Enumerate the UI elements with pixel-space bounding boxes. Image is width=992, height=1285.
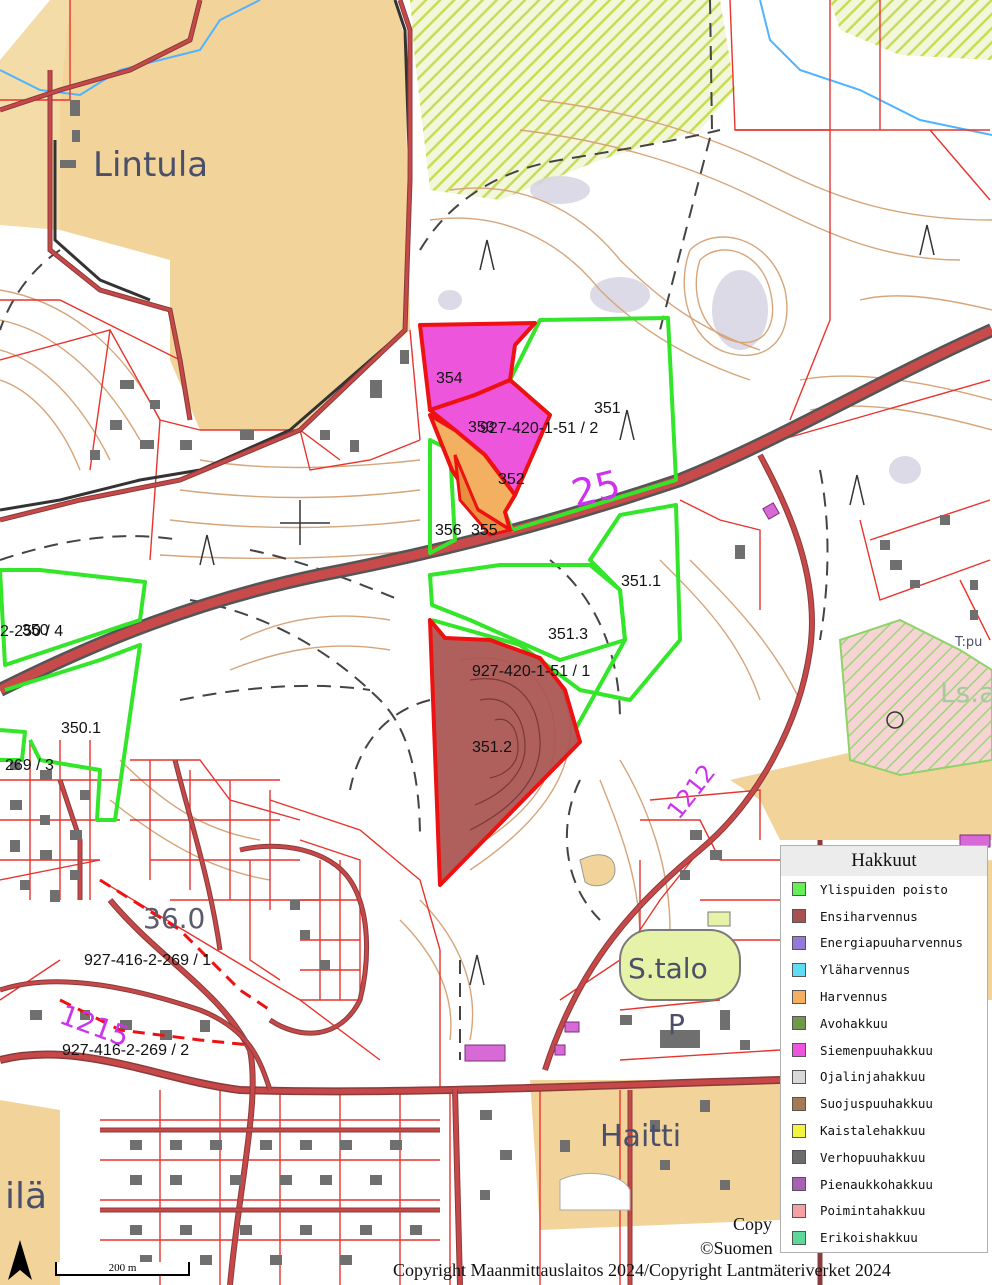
stand-label-350-1: 350.1 <box>61 720 101 737</box>
legend-item: Suojuspuuhakkuu <box>781 1090 987 1117</box>
legend-item: Ylispuiden poisto <box>781 876 987 903</box>
property-label-4: 927-416-2-269 / 2 <box>62 1042 189 1059</box>
north-arrow-icon <box>8 1240 32 1280</box>
stand-labels: 354 353 351 352 356 355 351.1 351.3 351.… <box>22 370 661 756</box>
legend-item: Energiapuuharvennus <box>781 930 987 957</box>
property-label-3: 927-416-2-269 / 1 <box>84 952 211 969</box>
legend-label: Siemenpuuhakkuu <box>820 1042 933 1058</box>
property-boundary-dashed <box>59 878 271 1047</box>
legend-swatch <box>792 935 806 950</box>
legend-label: Harvennus <box>820 989 888 1005</box>
property-labels: 927-420-1-51 / 2 927-420-1-51 / 1 927-41… <box>0 420 598 1059</box>
legend-item: Ensiharvennus <box>781 903 987 930</box>
legend-title: Hakkuut <box>781 846 987 876</box>
legend-swatch <box>792 1203 806 1218</box>
elevation-label: 36.0 <box>143 902 205 935</box>
scale-bar: 200 m <box>55 1262 190 1276</box>
legend-swatch <box>792 1043 806 1058</box>
legend-label: Verhopuuhakkuu <box>820 1149 926 1165</box>
copyright-fragment-1: Copy <box>733 1214 773 1234</box>
stand-label-354: 354 <box>436 370 463 387</box>
legend-label: Pienaukkohakkuu <box>820 1176 933 1192</box>
legend-item: Verhopuuhakkuu <box>781 1144 987 1171</box>
highway-25 <box>0 323 992 697</box>
wetland-area-2 <box>830 0 992 60</box>
protected-area <box>838 618 992 777</box>
legend-label: Ojalinjahakkuu <box>820 1069 926 1085</box>
legend-swatch <box>792 882 806 897</box>
stand-label-351: 351 <box>594 400 621 417</box>
legend-swatch <box>792 1230 806 1245</box>
open-area <box>559 1172 631 1211</box>
legend-label: Suojuspuuhakkuu <box>820 1096 933 1112</box>
stand-label-351-1: 351.1 <box>621 573 661 590</box>
legend-label: Ylispuiden poisto <box>820 881 948 897</box>
place-name-haitti: Haitti <box>600 1119 681 1154</box>
rock-patches <box>438 176 921 484</box>
stand-355[interactable] <box>453 454 514 537</box>
place-name-ila: ilä <box>5 1176 47 1217</box>
legend-item: Yläharvennus <box>781 956 987 983</box>
secondary-roads <box>0 0 823 1285</box>
legend-item: Avohakkuu <box>781 1010 987 1037</box>
legend: Hakkuut Ylispuiden poisto Ensiharvennus … <box>780 845 988 1253</box>
copyright-text: Copyright Maanmittauslaitos 2024/Copyrig… <box>393 1260 891 1280</box>
terrain-symbols <box>199 224 935 986</box>
stand-label-350: 350 <box>22 622 49 639</box>
legend-swatch <box>792 989 806 1004</box>
minor-roads <box>0 0 412 512</box>
legend-swatch <box>792 962 806 977</box>
place-name-stalo: S.talo <box>628 952 708 985</box>
legend-label: Kaistalehakkuu <box>820 1123 926 1139</box>
legend-item: Erikoishakkuu <box>781 1224 987 1251</box>
stand-label-353: 353 <box>468 419 495 436</box>
sports-field <box>619 929 741 1001</box>
legend-swatch <box>792 1096 806 1111</box>
legend-swatch <box>792 1150 806 1165</box>
stand-label-351-2: 351.2 <box>472 739 512 756</box>
legend-item: Poimintahakkuu <box>781 1198 987 1225</box>
property-label-2: 927-420-1-51 / 1 <box>472 663 590 680</box>
property-label-5: 2-250 / 4 <box>0 623 63 640</box>
legend-swatch <box>792 1069 806 1084</box>
legend-label: Erikoishakkuu <box>820 1230 918 1246</box>
place-name-tpu: T:pu <box>954 635 982 650</box>
legend-label: Ensiharvennus <box>820 908 918 924</box>
legend-item: Pienaukkohakkuu <box>781 1171 987 1198</box>
legend-item: Ojalinjahakkuu <box>781 1064 987 1091</box>
property-label-1: 927-420-1-51 / 2 <box>480 420 598 437</box>
legend-label: Avohakkuu <box>820 1015 888 1031</box>
legend-item: Kaistalehakkuu <box>781 1117 987 1144</box>
parking-label: P <box>668 1008 685 1041</box>
legend-label: Yläharvennus <box>820 962 911 978</box>
legend-swatch <box>792 1123 806 1138</box>
place-name-lintula: Lintula <box>93 145 208 185</box>
copyright-fragment-2: ©Suomen <box>700 1238 773 1258</box>
pond <box>579 854 616 887</box>
place-name-lsa: Ls.a <box>940 676 992 709</box>
legend-label: Poimintahakkuu <box>820 1203 926 1219</box>
sports-field-small <box>707 911 731 927</box>
stand-label-352: 352 <box>498 471 525 488</box>
legend-swatch <box>792 909 806 924</box>
paths <box>0 0 829 1060</box>
stand-label-355: 355 <box>471 522 498 539</box>
stand-351-2-contours <box>469 678 541 831</box>
property-label-6: 269 / 3 <box>5 757 54 774</box>
legend-label: Energiapuuharvennus <box>820 935 963 951</box>
legend-swatch <box>792 1177 806 1192</box>
buildings <box>10 100 978 1265</box>
stand-label-351-3: 351.3 <box>548 626 588 643</box>
legend-item: Harvennus <box>781 983 987 1010</box>
stand-351-2[interactable] <box>428 618 582 887</box>
legend-swatch <box>792 1016 806 1031</box>
scale-bar-label: 200 m <box>108 1262 137 1274</box>
wetland-area <box>410 0 735 200</box>
legend-item: Siemenpuuhakkuu <box>781 1037 987 1064</box>
legend-items: Ylispuiden poisto Ensiharvennus Energiap… <box>781 876 987 1251</box>
stand-label-356: 356 <box>435 522 462 539</box>
